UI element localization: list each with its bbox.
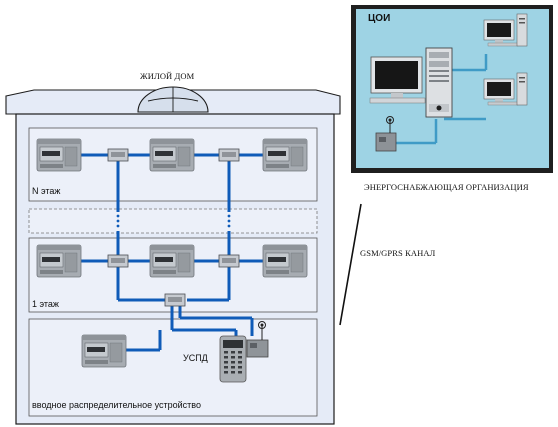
wiring [80, 153, 263, 352]
converter-floor-n-2 [218, 148, 240, 162]
meter-floor-1-3 [262, 244, 308, 278]
converter-floor-1-1 [107, 254, 129, 268]
converter-floor-1-2 [218, 254, 240, 268]
gsm-modem-center [375, 116, 397, 152]
floor-1-label: 1 этаж [32, 299, 59, 309]
building-title: ЖИЛОЙ ДОМ [140, 71, 195, 81]
uspd-device [219, 335, 247, 383]
channel-label: GSM/GPRS КАНАЛ [360, 248, 436, 258]
workstation-monitor [369, 56, 426, 104]
floor-n-label: N этаж [32, 186, 61, 196]
input-device-label: вводное распределительное устройство [32, 400, 201, 410]
input-device-panel [28, 318, 318, 417]
converter-hub [164, 293, 186, 307]
uspd-label: УСПД [183, 353, 208, 363]
meter-floor-1-2 [149, 244, 195, 278]
server-tower [425, 47, 453, 118]
meter-floor-n-2 [149, 138, 195, 172]
floor-continuation-dots [116, 214, 231, 228]
floor-gap-panel [28, 208, 318, 234]
meter-input [81, 334, 127, 368]
meter-floor-n-1 [36, 138, 82, 172]
meter-floor-n-3 [262, 138, 308, 172]
org-label: ЭНЕРГОСНАБЖАЮЩАЯ ОРГАНИЗАЦИЯ [364, 182, 529, 192]
converter-floor-n-1 [107, 148, 129, 162]
center-title: ЦОИ [368, 13, 391, 24]
gsm-connection-line [339, 203, 362, 326]
gsm-modem-building [246, 321, 269, 358]
meter-floor-1-1 [36, 244, 82, 278]
